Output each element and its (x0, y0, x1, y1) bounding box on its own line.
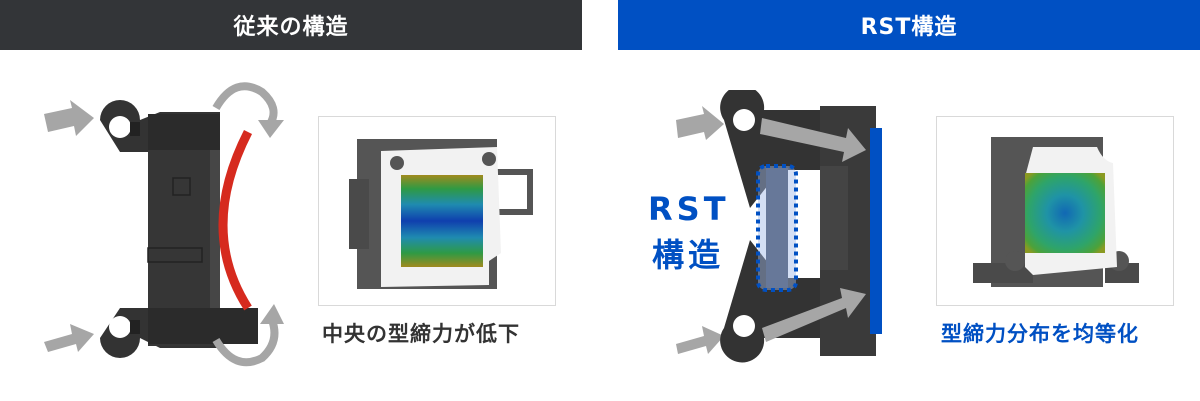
rst-side-label-line2: 構造 (651, 236, 724, 274)
conventional-clamp-diagram (44, 82, 284, 367)
conventional-structure-header: 従来の構造 (0, 0, 582, 50)
rst-structure-header: RST構造 (618, 0, 1200, 50)
rst-caption: 型締力分布を均等化 (941, 322, 1139, 346)
rst-highlight-box (756, 164, 798, 292)
force-arrow-icon (760, 118, 866, 342)
push-arrow-icon (676, 106, 724, 354)
conventional-structure-title: 従来の構造 (233, 15, 349, 40)
rst-side-label: RST 構造 (648, 186, 728, 278)
conventional-caption: 中央の型締力が低下 (322, 322, 520, 346)
rotation-arrow-icon (212, 82, 279, 367)
deflection-curve (218, 129, 253, 311)
push-arrow-icon (44, 100, 94, 352)
rst-structure-title: RST構造 (860, 15, 958, 40)
conventional-simulation-image (318, 116, 556, 306)
platen-blue-bar (870, 128, 882, 334)
rst-clamp-diagram (676, 90, 882, 363)
rst-side-label-line1: RST (648, 190, 730, 228)
rst-simulation-image (936, 116, 1174, 306)
